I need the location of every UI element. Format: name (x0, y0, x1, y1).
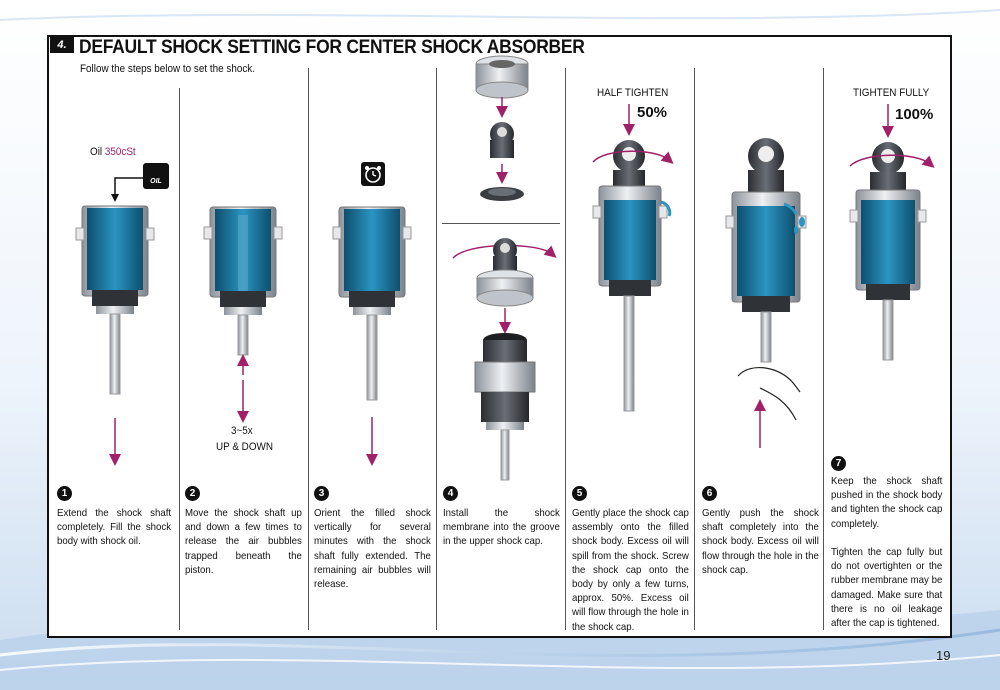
column-divider (436, 68, 437, 630)
oil-viscosity: 350cSt (104, 146, 136, 158)
tighten-fully-percent: 100% (895, 106, 934, 123)
column-divider (823, 68, 824, 630)
step-4-text: Install the shock membrane into the groo… (443, 507, 560, 548)
tighten-fully-label: TIGHTEN FULLY (853, 87, 930, 99)
oil-icon-text: OIL (150, 178, 162, 185)
shock-step3-illustration (332, 206, 412, 466)
shock-step6-illustration (725, 138, 807, 448)
step-7-text: Keep the shock shaft pushed in the shock… (831, 475, 943, 530)
section-number: 4. (50, 37, 74, 53)
shock-cap-exploded-illustration (475, 55, 529, 201)
oil-label-prefix: Oil (90, 146, 103, 158)
alarm-clock-icon (365, 166, 381, 183)
shock-step7-illustration (849, 104, 935, 361)
half-tighten-label: HALF TIGHTEN (597, 87, 669, 99)
shock-step2-illustration (203, 206, 283, 423)
page-subtitle: Follow the steps below to set the shock. (80, 63, 255, 75)
step-number-6: 6 (702, 486, 717, 501)
page-title: DEFAULT SHOCK SETTING FOR CENTER SHOCK A… (79, 37, 585, 58)
step-number-4: 4 (443, 486, 458, 501)
step-1-text: Extend the shock shaft completely. Fill … (57, 507, 172, 548)
shock-step1-illustration (75, 177, 155, 466)
step-5-text: Gently place the shock cap assembly onto… (572, 507, 689, 633)
step-number-3: 3 (314, 486, 329, 501)
page-number: 19 (936, 648, 951, 663)
column-divider (179, 88, 180, 630)
step-3-text: Orient the filled shock vertically for s… (314, 507, 431, 591)
shock-cap-assembly-illustration (452, 238, 557, 481)
stroke-count: 3~5x (231, 425, 253, 437)
step-number-7: 7 (831, 456, 846, 471)
stroke-direction: UP & DOWN (216, 441, 274, 453)
column-divider (308, 68, 309, 630)
row-divider (442, 223, 560, 224)
column-divider (694, 68, 695, 630)
oil-bottle-icon: OIL (143, 163, 169, 189)
step-6-text: Gently push the shock shaft completely i… (702, 507, 819, 576)
oil-label: Oil 350cSt (90, 146, 136, 158)
clock-icon (361, 162, 385, 186)
shock-step5-illustration (592, 104, 674, 412)
column-divider (565, 68, 566, 630)
step-number-2: 2 (185, 486, 200, 501)
step-number-5: 5 (572, 486, 587, 501)
step-2-text: Move the shock shaft up and down a few t… (185, 507, 302, 576)
half-tighten-percent: 50% (637, 104, 668, 121)
step-number-1: 1 (57, 486, 72, 501)
step-7-note: Tighten the cap fully but do not overtig… (831, 546, 943, 630)
